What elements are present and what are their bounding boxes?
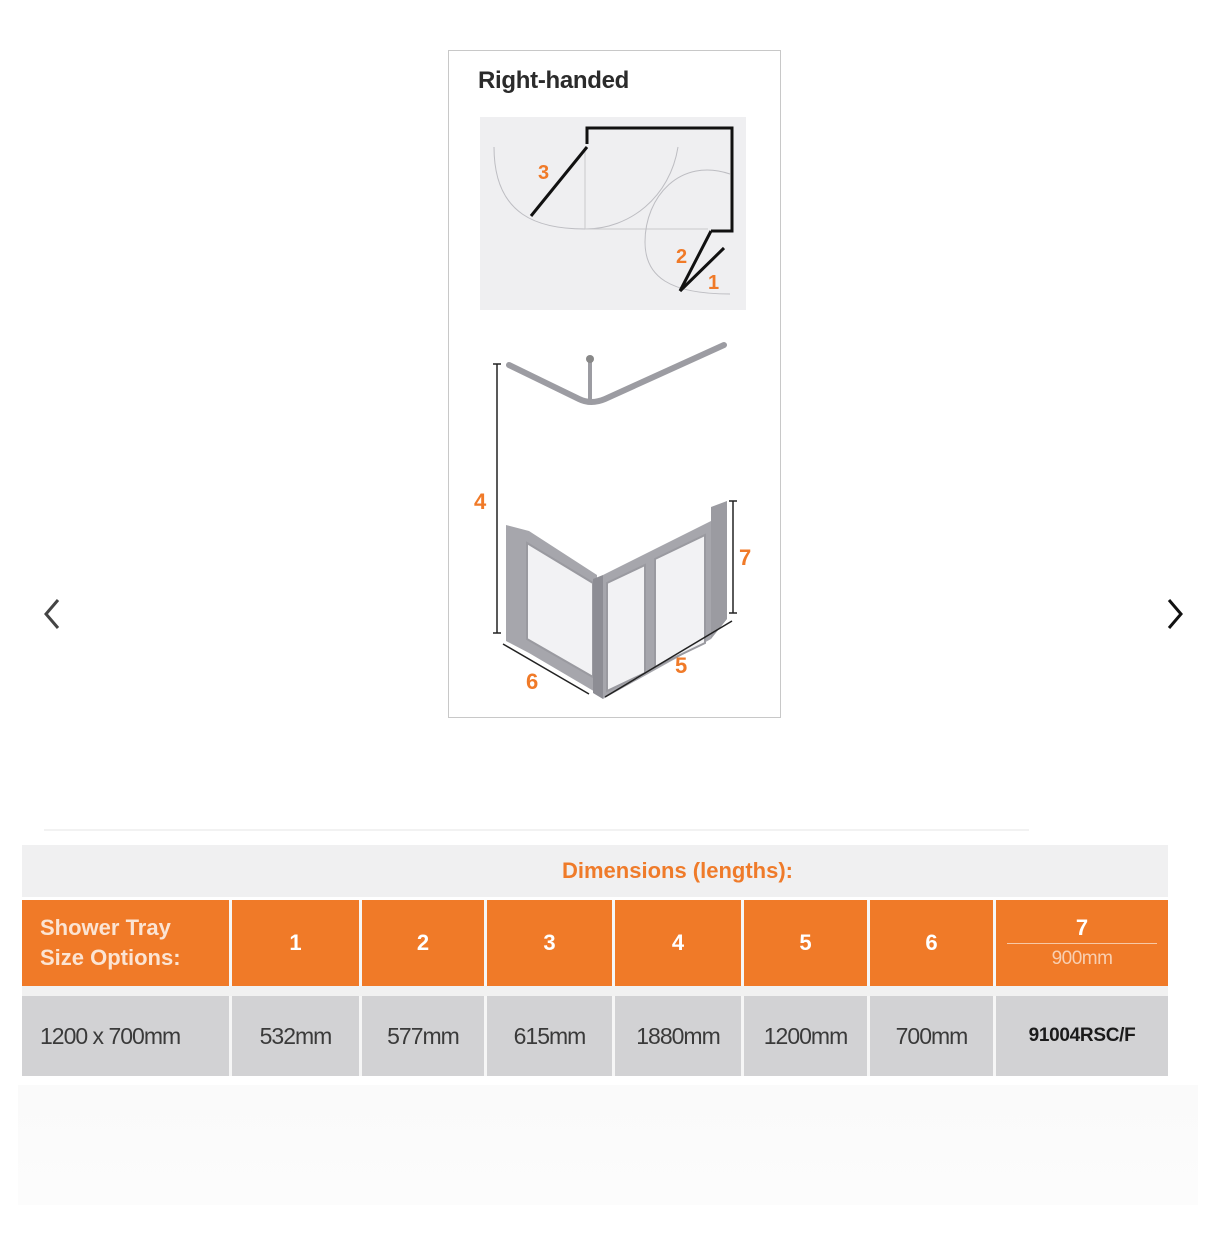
header-col-7: 7 900mm	[996, 900, 1168, 986]
header-col-3: 3	[487, 900, 615, 986]
header-size-line2: Size Options:	[40, 945, 181, 970]
label-6: 6	[526, 669, 538, 694]
label-5: 5	[675, 653, 687, 678]
carousel-next-button[interactable]	[1155, 594, 1195, 634]
header-col-7-number: 7	[1075, 915, 1089, 940]
diagram-title: Right-handed	[478, 67, 630, 94]
divider	[44, 829, 1029, 831]
label-2: 2	[676, 246, 687, 268]
header-col-2: 2	[362, 900, 487, 986]
header-col-6: 6	[870, 900, 996, 986]
carousel-prev-button[interactable]	[32, 594, 72, 634]
header-size-line1: Shower Tray	[40, 915, 171, 940]
isometric-diagram: 4 7 6 5	[449, 321, 782, 719]
background-fade	[18, 1085, 1198, 1205]
header-col-5: 5	[744, 900, 870, 986]
door-swing-plan-icon: 3 2 1	[493, 126, 734, 295]
cell-size: 1200 x 700mm	[22, 996, 232, 1076]
cell-value-5: 1200mm	[744, 996, 870, 1076]
cell-product-code: 91004RSC/F	[996, 996, 1168, 1076]
dimensions-table: Dimensions (lengths): Shower Tray Size O…	[22, 845, 1168, 1076]
label-7: 7	[739, 545, 751, 570]
header-size-options: Shower Tray Size Options:	[22, 900, 232, 986]
label-3: 3	[538, 162, 549, 184]
shower-screen-isometric-icon: 4 7 6 5	[474, 342, 751, 699]
header-col-7-value: 900mm	[1051, 948, 1113, 969]
row-gap	[22, 986, 1168, 996]
header-col-4: 4	[615, 900, 744, 986]
cell-value-4: 1880mm	[615, 996, 744, 1076]
cell-value-6: 700mm	[870, 996, 996, 1076]
chevron-left-icon	[44, 599, 60, 629]
table-header-row: Shower Tray Size Options: 1 2 3 4 5 6 7 …	[22, 900, 1168, 986]
label-4: 4	[474, 489, 487, 514]
diagram-card: Right-handed 3 2 1	[448, 50, 781, 718]
plan-view-diagram: 3 2 1	[480, 117, 746, 310]
cell-value-3: 615mm	[487, 996, 615, 1076]
header-col-1: 1	[232, 900, 362, 986]
header-col-7-rule	[1007, 943, 1157, 944]
table-row: 1200 x 700mm 532mm 577mm 615mm 1880mm 12…	[22, 996, 1168, 1076]
label-1: 1	[708, 272, 719, 294]
chevron-right-icon	[1167, 599, 1183, 629]
dimensions-title: Dimensions (lengths):	[22, 845, 1168, 897]
cell-value-1: 532mm	[232, 996, 362, 1076]
cell-value-2: 577mm	[362, 996, 487, 1076]
